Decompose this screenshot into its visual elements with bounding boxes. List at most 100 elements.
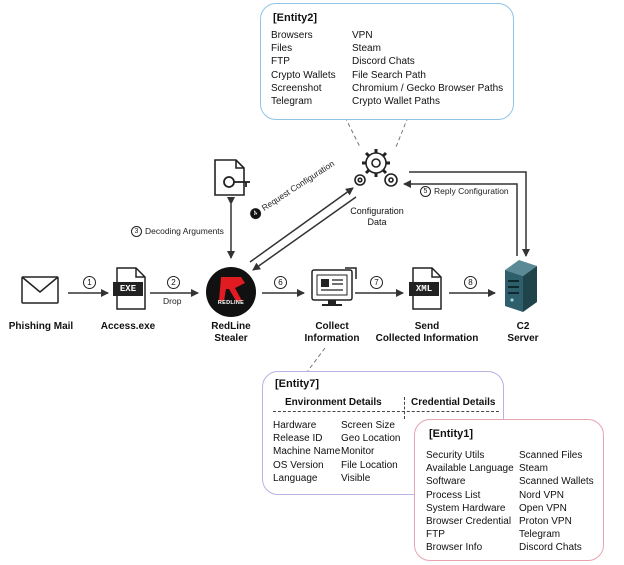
entity1-title: [Entity1] xyxy=(429,428,473,440)
entity7-title: [Entity7] xyxy=(275,378,319,390)
arrow-5-reply xyxy=(403,180,518,256)
redline-label-line2: Stealer xyxy=(214,333,248,344)
phishing-mail-label: Phishing Mail xyxy=(8,321,74,332)
config-label-line1: Configuration xyxy=(350,206,404,216)
decoding-arguments-text: Decoding Arguments xyxy=(145,226,224,236)
entity7-item: Screen Size xyxy=(341,420,395,431)
drop-label: Drop xyxy=(163,296,182,306)
entity2-item: Discord Chats xyxy=(352,56,415,68)
entity2-item: Screenshot xyxy=(271,82,322,94)
entity2-item: FTP xyxy=(271,56,290,68)
arrow-4-request xyxy=(249,187,354,263)
entity7-item: Monitor xyxy=(341,446,375,458)
collect-label-line1: Collect xyxy=(315,321,349,332)
entity1-item: Process List xyxy=(426,489,481,501)
entity2-item: Steam xyxy=(352,43,381,55)
entity7-item: Release ID xyxy=(273,433,323,445)
environment-details-header: Environment Details xyxy=(285,397,382,408)
step-8-marker: 8 xyxy=(464,276,477,289)
entity1-item: Browser Credential xyxy=(426,516,512,528)
step-2-marker: 2 xyxy=(167,276,180,289)
entity1-item: Scanned Files xyxy=(519,450,583,461)
entity1-col1: Security Utils Available Language Softwa… xyxy=(426,449,514,555)
entity2-item: Telegram xyxy=(271,96,313,108)
header-underline xyxy=(273,411,499,412)
mail-icon xyxy=(21,276,59,304)
step-1-marker: 1 xyxy=(83,276,96,289)
entity2-item: File Search Path xyxy=(352,69,426,81)
redline-logo-text: REDLINE xyxy=(217,300,245,306)
entity1-item: Security Utils xyxy=(426,450,485,461)
reply-configuration-text: Reply Configuration xyxy=(434,186,509,196)
entity2-col1: Browsers Files FTP Crypto Wallets Screen… xyxy=(271,29,336,108)
entity1-col2: Scanned Files Steam Scanned Wallets Nord… xyxy=(519,449,594,555)
entity7-item: File Location xyxy=(341,459,398,471)
access-exe-label: Access.exe xyxy=(100,321,156,332)
entity7-item: Language xyxy=(273,472,318,484)
entity7-col2: Screen Size Geo Location Monitor File Lo… xyxy=(341,419,401,485)
step-5-marker: 5 xyxy=(420,186,431,198)
entity2-item: Browsers xyxy=(271,30,313,41)
entity1-item: System Hardware xyxy=(426,502,506,514)
entity1-item: Discord Chats xyxy=(519,542,582,554)
entity2-box: [Entity2] Browsers Files FTP Crypto Wall… xyxy=(260,3,514,120)
entity2-item: Chromium / Gecko Browser Paths xyxy=(352,82,504,94)
entity1-item: FTP xyxy=(426,529,445,541)
arrow-5-outer xyxy=(409,171,530,257)
redline-stealer-label: RedLine Stealer xyxy=(196,321,266,345)
entity7-item: OS Version xyxy=(273,459,324,471)
entity2-connector-right xyxy=(395,116,409,148)
c2-server-label: C2 Server xyxy=(498,321,548,345)
entity7-connector xyxy=(306,347,326,373)
header-divider xyxy=(404,397,405,419)
entity7-item: Visible xyxy=(341,472,371,484)
exe-file-icon xyxy=(113,267,146,310)
entity1-item: Open VPN xyxy=(519,502,567,514)
exe-file-label: EXE xyxy=(119,284,137,294)
entity7-col1: Hardware Release ID Machine Name OS Vers… xyxy=(273,419,340,485)
step-6-marker: 6 xyxy=(274,276,287,289)
step-7-marker: 7 xyxy=(370,276,383,289)
entity2-item: Crypto Wallet Paths xyxy=(352,96,440,108)
config-label-line2: Data xyxy=(367,217,387,227)
entity1-box: [Entity1] Security Utils Available Langu… xyxy=(414,419,604,561)
c2-label-line2: Server xyxy=(507,333,539,344)
entity2-item: Crypto Wallets xyxy=(271,69,336,81)
collect-label-line2: Information xyxy=(304,333,360,344)
credential-details-header: Credential Details xyxy=(411,397,496,408)
entity2-item: Files xyxy=(271,43,293,55)
gears-icon xyxy=(354,149,398,187)
collect-information-label: Collect Information xyxy=(296,321,368,345)
entity2-connector-left xyxy=(344,116,361,148)
redline-label-line1: RedLine xyxy=(211,321,251,332)
send-label-line2: Collected Information xyxy=(375,333,479,344)
entity1-item: Software xyxy=(426,476,466,488)
send-collected-information-label: Send Collected Information xyxy=(372,321,482,345)
step-3-marker: 3 xyxy=(131,226,142,238)
key-document-icon xyxy=(214,159,250,196)
entity1-item: Telegram xyxy=(519,529,561,541)
monitor-icon xyxy=(311,267,357,306)
entity2-item: VPN xyxy=(352,30,373,41)
xml-file-icon xyxy=(409,267,442,310)
xml-file-label: XML xyxy=(415,284,433,294)
entity1-item: Browser Info xyxy=(426,542,483,554)
entity1-item: Steam xyxy=(519,463,548,475)
entity7-item: Hardware xyxy=(273,420,317,431)
entity7-item: Geo Location xyxy=(341,433,401,445)
configuration-data-label: Configuration Data xyxy=(340,206,414,228)
redline-logo xyxy=(206,267,256,317)
entity1-item: Proton VPN xyxy=(519,516,572,528)
entity2-col2: VPN Steam Discord Chats File Search Path… xyxy=(352,29,503,108)
entity2-title: [Entity2] xyxy=(273,12,317,24)
entity7-item: Machine Name xyxy=(273,446,341,458)
send-label-line1: Send xyxy=(414,321,440,332)
arrow-4-return xyxy=(252,196,357,271)
c2-label-line1: C2 xyxy=(516,321,530,332)
entity1-item: Available Language xyxy=(426,463,514,475)
entity1-item: Scanned Wallets xyxy=(519,476,594,488)
entity1-item: Nord VPN xyxy=(519,489,565,501)
